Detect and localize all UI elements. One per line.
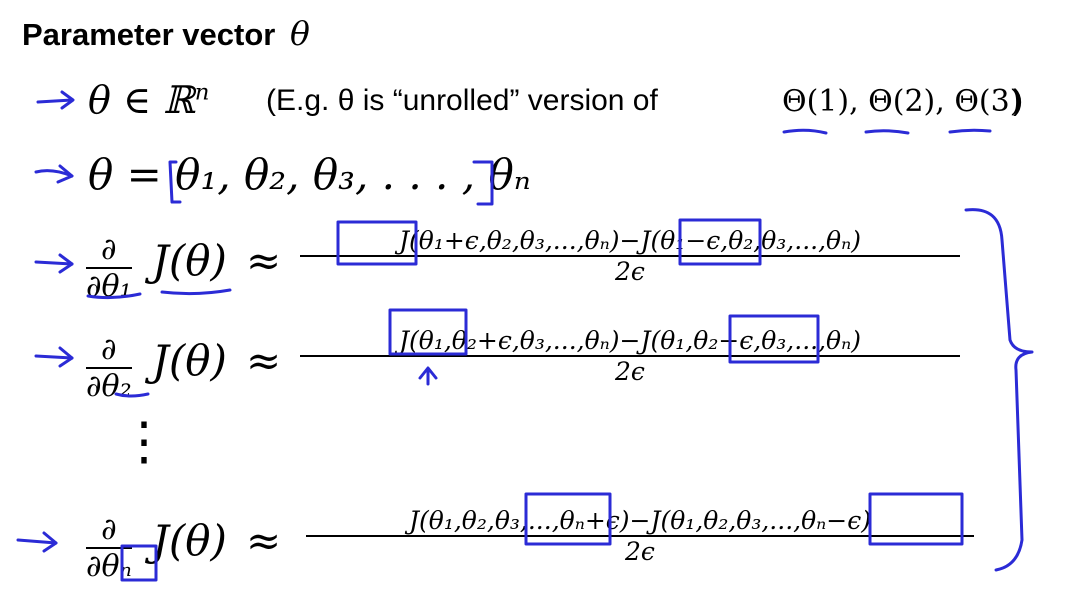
underline-j-theta bbox=[160, 288, 232, 296]
underline-theta-2 bbox=[864, 129, 910, 135]
lhs-deriv-n: ∂ ∂θₙ bbox=[86, 512, 132, 584]
big-thetas-text: Θ(1), Θ(2), Θ(3) bbox=[782, 84, 1022, 119]
theta-vector-text: θ = θ₁, θ₂, θ₃, . . . , θₙ bbox=[88, 150, 531, 199]
rhs-frac-2: J(θ₁,θ₂+ϵ,θ₃,...,θₙ)−J(θ₁,θ₂−ϵ,θ₃,...,θₙ… bbox=[300, 326, 960, 386]
underline-theta-1 bbox=[782, 128, 828, 135]
partial-num-2: ∂ bbox=[101, 332, 117, 367]
title-symbol: θ bbox=[289, 14, 310, 53]
rhs-den-2: 2ϵ bbox=[615, 357, 645, 386]
rhs-num-1: J(θ₁+ϵ,θ₂,θ₃,...,θₙ)−J(θ₁−ϵ,θ₂,θ₃,...,θₙ… bbox=[399, 226, 861, 255]
arrow-right-icon bbox=[34, 253, 74, 274]
vertical-dots: ⋮ bbox=[118, 412, 170, 472]
fraction-bar-lhs-n bbox=[86, 547, 132, 549]
arrow-right-icon bbox=[36, 90, 75, 110]
unrolled-note: (E.g. θ is “unrolled” version of bbox=[266, 84, 658, 118]
lhs-deriv-2: ∂ ∂θ₂ bbox=[86, 332, 132, 404]
partial-num-n: ∂ bbox=[101, 512, 117, 547]
rhs-num-n: J(θ₁,θ₂,θ₃,...,θₙ+ϵ)−J(θ₁,θ₂,θ₃,...,θₙ−ϵ… bbox=[409, 506, 871, 535]
rhs-den-n: 2ϵ bbox=[625, 537, 655, 566]
approx-1-text: ≈ bbox=[246, 236, 282, 285]
approx-1: ≈ bbox=[246, 236, 281, 285]
curly-brace-icon bbox=[964, 208, 1034, 572]
big-thetas: Θ(1), Θ(2), Θ(3) bbox=[782, 84, 1021, 119]
j-theta-n-text: J(θ) bbox=[152, 516, 227, 565]
note-close-paren: ) bbox=[1013, 84, 1023, 118]
partial-den-n: ∂θₙ bbox=[86, 549, 132, 584]
fraction-bar-rhs-n bbox=[306, 535, 974, 537]
partial-den-1: ∂θ₁ bbox=[86, 269, 132, 304]
approx-n: ≈ bbox=[246, 516, 281, 565]
approx-2: ≈ bbox=[246, 336, 281, 385]
rhs-frac-1: J(θ₁+ϵ,θ₂,θ₃,...,θₙ)−J(θ₁−ϵ,θ₂,θ₃,...,θₙ… bbox=[300, 226, 960, 286]
lhs-deriv-1: ∂ ∂θ₁ bbox=[86, 232, 132, 304]
j-theta-n: J(θ) bbox=[152, 516, 227, 565]
title-text: Parameter vector bbox=[22, 17, 276, 52]
theta-in-rn-math: θ ∈ ℝ bbox=[88, 78, 195, 122]
partial-num-1: ∂ bbox=[101, 232, 117, 267]
fraction-bar-rhs-1 bbox=[300, 255, 960, 257]
rhs-den-1: 2ϵ bbox=[615, 257, 645, 286]
j-theta-1-text: J(θ) bbox=[152, 236, 227, 285]
fraction-bar-rhs-2 bbox=[300, 355, 960, 357]
approx-n-text: ≈ bbox=[246, 516, 282, 565]
j-theta-1: J(θ) bbox=[152, 236, 227, 285]
rhs-num-2: J(θ₁,θ₂+ϵ,θ₃,...,θₙ)−J(θ₁,θ₂−ϵ,θ₃,...,θₙ… bbox=[399, 326, 861, 355]
arrow-right-icon bbox=[34, 346, 74, 368]
fraction-bar-lhs-1 bbox=[86, 267, 132, 269]
arrow-right-icon bbox=[16, 531, 58, 553]
j-theta-2-text: J(θ) bbox=[152, 336, 227, 385]
line-theta-in-rn: θ ∈ ℝn bbox=[88, 78, 209, 122]
page-title: Parameter vector θ bbox=[22, 14, 310, 53]
close-paren-text: ) bbox=[1013, 84, 1023, 117]
approx-2-text: ≈ bbox=[246, 336, 282, 385]
vertical-dots-text: ⋮ bbox=[118, 412, 170, 472]
fraction-bar-lhs-2 bbox=[86, 367, 132, 369]
j-theta-2: J(θ) bbox=[152, 336, 227, 385]
partial-den-2: ∂θ₂ bbox=[86, 369, 132, 404]
theta-vector-line: θ = θ₁, θ₂, θ₃, . . . , θₙ bbox=[88, 150, 531, 199]
rn-exponent: n bbox=[194, 79, 210, 106]
rhs-frac-n: J(θ₁,θ₂,θ₃,...,θₙ+ϵ)−J(θ₁,θ₂,θ₃,...,θₙ−ϵ… bbox=[306, 506, 974, 566]
arrow-right-icon bbox=[34, 164, 74, 184]
unrolled-note-text: (E.g. θ is “unrolled” version of bbox=[266, 84, 658, 117]
underline-theta-3 bbox=[948, 128, 992, 134]
